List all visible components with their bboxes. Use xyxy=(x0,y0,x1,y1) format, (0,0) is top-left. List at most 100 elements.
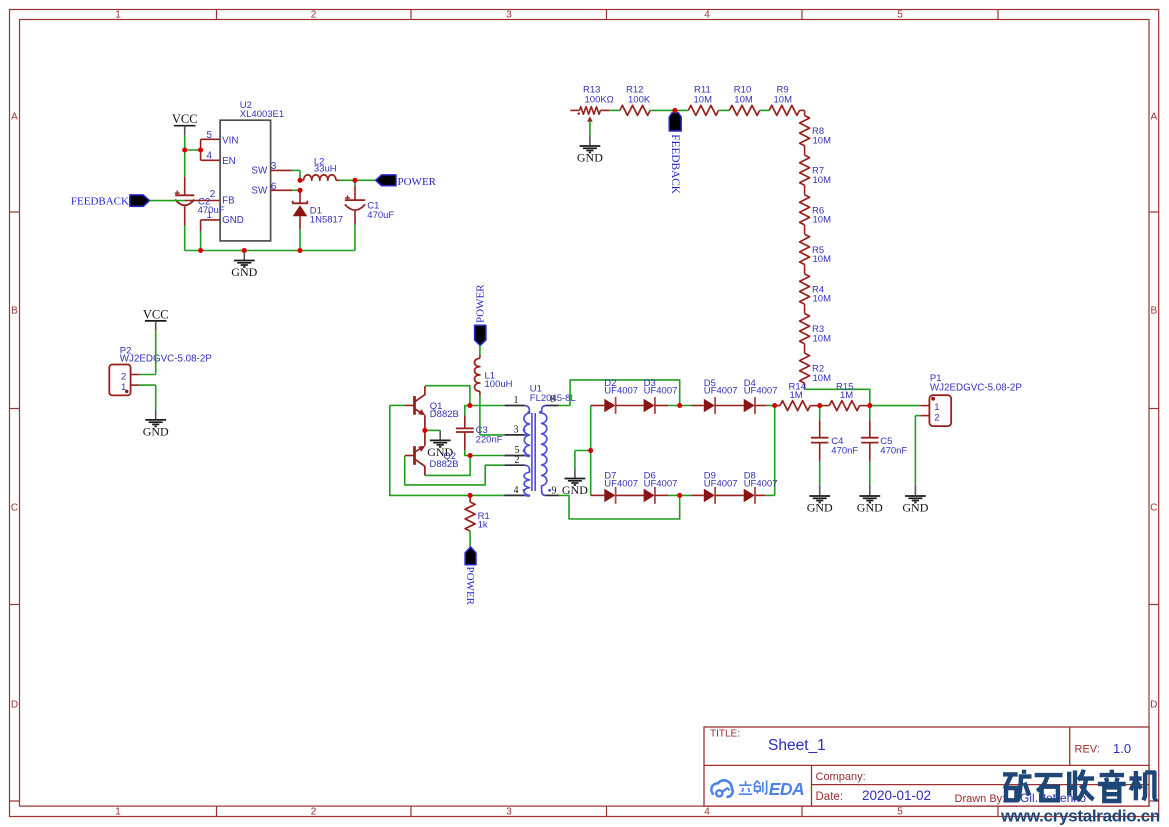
svg-text:FB: FB xyxy=(222,196,235,207)
svg-text:10M: 10M xyxy=(813,215,832,226)
svg-text:470uF: 470uF xyxy=(198,205,225,216)
svg-text:FEEDBACK: FEEDBACK xyxy=(71,196,129,208)
svg-text:POWER: POWER xyxy=(474,284,486,323)
svg-text:B: B xyxy=(1150,306,1157,317)
svg-text:10M: 10M xyxy=(734,95,753,106)
svg-text:VIN: VIN xyxy=(222,135,238,146)
svg-text:3: 3 xyxy=(271,161,277,172)
svg-text:3: 3 xyxy=(506,10,512,21)
svg-text:C3: C3 xyxy=(476,425,488,436)
svg-text:D4: D4 xyxy=(744,378,756,389)
svg-text:UF4007: UF4007 xyxy=(604,386,638,397)
svg-text:R11: R11 xyxy=(694,85,711,96)
svg-text:WJ2EDGVC-5.08-2P: WJ2EDGVC-5.08-2P xyxy=(120,354,212,365)
svg-text:UF4007: UF4007 xyxy=(644,386,678,397)
svg-text:L2: L2 xyxy=(314,156,325,167)
svg-text:R4: R4 xyxy=(812,285,824,296)
svg-text:5: 5 xyxy=(515,445,520,456)
svg-text:VCC: VCC xyxy=(172,112,198,126)
svg-text:D1: D1 xyxy=(310,206,322,217)
svg-text:Date:: Date: xyxy=(816,791,844,803)
svg-text:B: B xyxy=(11,306,18,317)
svg-text:1k: 1k xyxy=(478,520,488,531)
svg-text:GND: GND xyxy=(902,501,928,515)
svg-text:U1: U1 xyxy=(530,384,542,395)
svg-text:R15: R15 xyxy=(836,382,853,393)
svg-text:R1: R1 xyxy=(478,511,490,522)
svg-text:WJ2EDGVC-5.08-2P: WJ2EDGVC-5.08-2P xyxy=(930,382,1022,393)
svg-text:FEEDBACK: FEEDBACK xyxy=(669,134,681,194)
svg-text:L1: L1 xyxy=(485,370,496,381)
svg-text:R8: R8 xyxy=(812,126,824,137)
svg-text:5: 5 xyxy=(897,807,903,818)
svg-text:3: 3 xyxy=(514,424,519,435)
svg-text:GND: GND xyxy=(231,265,257,279)
svg-text:100KΩ: 100KΩ xyxy=(585,95,614,106)
svg-text:D: D xyxy=(11,700,18,711)
svg-text:U2: U2 xyxy=(240,100,252,111)
svg-text:2020-01-02: 2020-01-02 xyxy=(862,788,931,803)
svg-text:TITLE:: TITLE: xyxy=(710,729,740,740)
svg-text:100uH: 100uH xyxy=(485,379,513,390)
svg-text:UF4007: UF4007 xyxy=(704,386,738,397)
svg-text:EN: EN xyxy=(222,156,236,167)
svg-text:Q2: Q2 xyxy=(443,451,456,462)
svg-text:C4: C4 xyxy=(831,436,843,447)
svg-text:8: 8 xyxy=(550,394,555,405)
svg-text:A: A xyxy=(11,112,18,123)
svg-text:D5: D5 xyxy=(704,378,716,389)
svg-text:4: 4 xyxy=(207,151,213,162)
svg-text:1: 1 xyxy=(207,210,212,221)
svg-text:SW: SW xyxy=(251,166,268,177)
svg-text:2: 2 xyxy=(121,372,126,383)
svg-text:100K: 100K xyxy=(628,95,651,106)
svg-text:10M: 10M xyxy=(813,254,832,265)
svg-text:10M: 10M xyxy=(813,373,832,384)
svg-text:R6: R6 xyxy=(812,205,824,216)
svg-text:R13: R13 xyxy=(583,85,600,96)
svg-text:1M: 1M xyxy=(840,390,853,401)
svg-text:1: 1 xyxy=(121,382,126,393)
svg-text:33uH: 33uH xyxy=(314,164,337,175)
svg-text:1M: 1M xyxy=(790,390,803,401)
svg-text:R5: R5 xyxy=(812,245,824,256)
svg-text:UF4007: UF4007 xyxy=(604,478,638,489)
svg-text:Company:: Company: xyxy=(816,771,866,783)
svg-text:XL4003E1: XL4003E1 xyxy=(240,109,284,120)
svg-text:POWER: POWER xyxy=(464,567,476,606)
svg-text:GND: GND xyxy=(562,483,588,497)
svg-text:D882B: D882B xyxy=(430,459,459,470)
svg-text:1: 1 xyxy=(514,395,519,406)
svg-text:3: 3 xyxy=(506,807,512,818)
svg-text:10M: 10M xyxy=(813,294,832,305)
svg-text:470nF: 470nF xyxy=(831,445,858,456)
svg-text:P2: P2 xyxy=(120,345,132,356)
svg-text:1: 1 xyxy=(115,807,121,818)
svg-text:4: 4 xyxy=(514,485,519,496)
svg-text:10M: 10M xyxy=(813,333,832,344)
svg-text:GND: GND xyxy=(222,215,244,226)
svg-text:1N5817: 1N5817 xyxy=(310,215,343,226)
svg-text:1: 1 xyxy=(934,402,939,413)
svg-text:2: 2 xyxy=(311,10,317,21)
svg-text:5: 5 xyxy=(207,130,213,141)
svg-text:UF4007: UF4007 xyxy=(744,478,778,489)
svg-text:GND: GND xyxy=(143,424,169,438)
svg-text:A: A xyxy=(1150,112,1157,123)
svg-text:Q1: Q1 xyxy=(430,401,443,412)
svg-text:C1: C1 xyxy=(367,201,379,212)
svg-text:D7: D7 xyxy=(604,471,616,482)
svg-text:D6: D6 xyxy=(644,471,656,482)
svg-text:R14: R14 xyxy=(789,382,806,393)
svg-text:9: 9 xyxy=(552,485,557,496)
svg-text:POWER: POWER xyxy=(398,176,437,188)
svg-text:R3: R3 xyxy=(812,324,824,335)
svg-text:R9: R9 xyxy=(777,85,789,96)
svg-text:10M: 10M xyxy=(774,95,793,106)
svg-text:GND: GND xyxy=(807,501,833,515)
svg-text:UF4007: UF4007 xyxy=(744,386,778,397)
svg-text:C2: C2 xyxy=(198,197,210,208)
svg-text:D882B: D882B xyxy=(430,409,459,420)
svg-text:470nF: 470nF xyxy=(880,445,907,456)
svg-text:D9: D9 xyxy=(704,471,716,482)
